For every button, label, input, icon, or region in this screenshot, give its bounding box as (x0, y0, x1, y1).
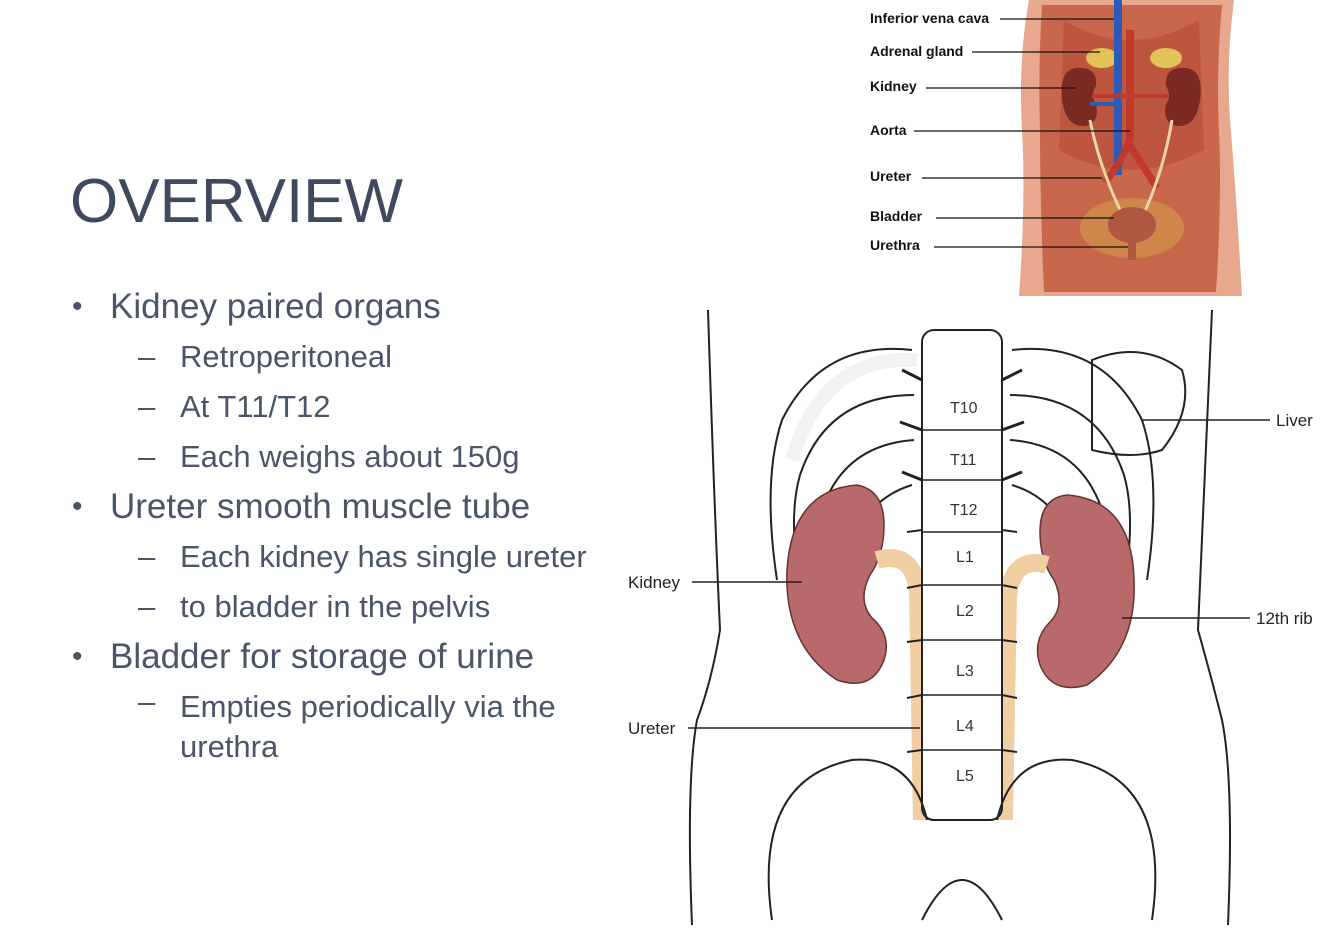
vertebra-l4: L4 (956, 718, 974, 735)
bullet-ureter: Ureter smooth muscle tube (72, 482, 632, 532)
label-kidney-top: Kidney (870, 78, 917, 94)
label-ureter-back: Ureter (628, 719, 676, 738)
slide-title: OVERVIEW (70, 166, 403, 237)
label-liver: Liver (1276, 411, 1313, 430)
sub-bullet-weight: –Each weighs about 150g (72, 432, 632, 482)
label-aorta: Aorta (870, 122, 907, 138)
bullet-kidney: Kidney paired organs (72, 282, 632, 332)
sub-bullet-empties: –Empties periodically via the urethra (72, 682, 600, 767)
left-kidney-shape (787, 485, 886, 683)
bullet-list: Kidney paired organs –Retroperitoneal –A… (72, 282, 632, 767)
vertebra-t12: T12 (950, 502, 978, 519)
vertebra-l1: L1 (956, 549, 974, 566)
vertebra-l3: L3 (956, 663, 974, 680)
right-kidney-shape (1038, 495, 1135, 688)
label-ureter-top: Ureter (870, 168, 912, 184)
label-urethra: Urethra (870, 237, 920, 253)
label-inferior-vena-cava: Inferior vena cava (870, 10, 989, 26)
vertebra-t10: T10 (950, 400, 978, 417)
sub-bullet-level: –At T11/T12 (72, 382, 632, 432)
sub-bullet-to-bladder: –to bladder in the pelvis (72, 582, 632, 632)
urinary-system-figure: Inferior vena cava Adrenal gland Kidney … (864, 0, 1244, 296)
sub-bullet-single-ureter: –Each kidney has single ureter (72, 532, 632, 582)
label-adrenal-gland: Adrenal gland (870, 43, 963, 59)
bullet-bladder: Bladder for storage of urine (72, 632, 632, 682)
vertebra-t11: T11 (950, 452, 976, 469)
kidney-spine-figure: T10 T11 T12 L1 L2 L3 L4 L5 Liver Kidney … (622, 300, 1332, 930)
sub-bullet-retroperitoneal: –Retroperitoneal (72, 332, 632, 382)
label-12th-rib: 12th rib (1256, 609, 1313, 628)
vertebra-l5: L5 (956, 768, 974, 785)
label-kidney-back: Kidney (628, 573, 680, 592)
vertebra-l2: L2 (956, 603, 974, 620)
label-bladder: Bladder (870, 208, 923, 224)
